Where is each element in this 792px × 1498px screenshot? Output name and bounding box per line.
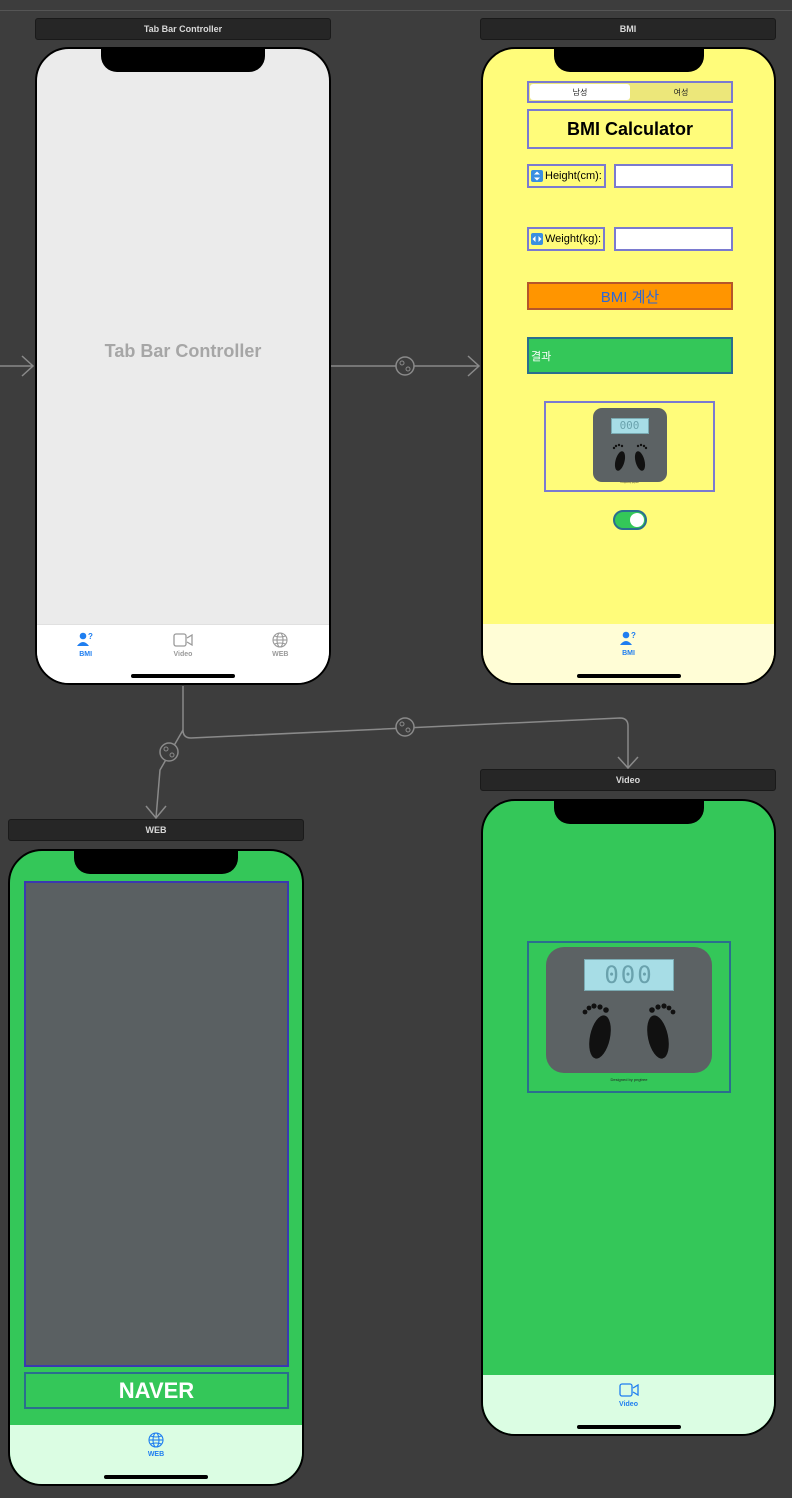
footprints-icon — [582, 1003, 676, 1059]
person-question-icon: ? — [75, 631, 97, 649]
person-question-icon: ? — [618, 630, 640, 648]
segment-female[interactable]: 여성 — [673, 87, 689, 97]
globe-icon — [269, 631, 291, 649]
segment-male[interactable]: 남성 — [530, 84, 630, 100]
weight-input[interactable] — [614, 227, 733, 251]
tab-bar: ? BMI — [483, 624, 774, 683]
height-label: Height(cm): — [527, 164, 606, 188]
gender-segmented-control[interactable]: 남성 여성 — [527, 81, 733, 103]
scale-image-view: 000 Designed by pngtree — [544, 401, 715, 492]
notch — [553, 49, 704, 72]
bmi-calculator-title: BMI Calculator — [527, 109, 733, 149]
phone-video: 000 Designed by pngtree Video — [481, 799, 776, 1436]
tab-web[interactable]: WEB — [145, 1431, 167, 1458]
svg-text:?: ? — [88, 632, 93, 641]
footprints-icon — [612, 443, 647, 471]
tab-web[interactable]: WEB — [269, 631, 291, 658]
video-scale-image-view: 000 Designed by pngtree — [527, 941, 731, 1093]
naver-button[interactable]: NAVER — [24, 1372, 289, 1409]
horizontal-arrows-icon — [531, 233, 543, 245]
result-label: 결과 — [527, 337, 733, 374]
tab-video[interactable]: Video — [618, 1381, 640, 1408]
tab-bar: WEB — [10, 1425, 302, 1484]
tab-bar: Video — [483, 1375, 774, 1434]
tab-label-video: Video — [619, 1401, 638, 1408]
mode-toggle-switch[interactable] — [613, 510, 647, 530]
tab-bar: ? BMI Video WEB — [37, 624, 329, 683]
phone-bmi: 남성 여성 BMI Calculator Height(cm): Weight(… — [481, 47, 776, 685]
scene-title-web[interactable]: WEB — [8, 819, 304, 841]
scale-credit: Designed by pngtree — [610, 1077, 648, 1082]
tab-label-web: WEB — [147, 1451, 165, 1458]
tab-bmi[interactable]: ? BMI — [75, 631, 97, 658]
video-camera-icon — [618, 1381, 640, 1399]
tab-bmi[interactable]: ? BMI — [618, 630, 640, 657]
globe-icon — [145, 1431, 167, 1449]
weight-label: Weight(kg): — [527, 227, 606, 251]
vertical-arrows-icon — [531, 170, 543, 182]
phone-tab-bar-controller: Tab Bar Controller ? BMI Video WEB — [35, 47, 331, 685]
notch — [101, 49, 265, 72]
toggle-knob — [630, 513, 644, 527]
height-input[interactable] — [614, 164, 733, 188]
web-view[interactable] — [24, 881, 289, 1367]
bathroom-scale-icon: 000 Designed by pngtree — [546, 947, 712, 1087]
canvas-top-divider — [0, 10, 792, 11]
tab-video[interactable]: Video — [172, 631, 194, 658]
home-indicator — [576, 1425, 681, 1429]
notch — [553, 801, 704, 824]
notch — [74, 851, 238, 874]
home-indicator — [131, 674, 235, 678]
height-label-text: Height(cm): — [545, 170, 602, 182]
tab-label-video: Video — [173, 651, 193, 658]
scale-credit: Designed by pngtree — [620, 481, 639, 484]
svg-text:?: ? — [631, 631, 636, 640]
home-indicator — [576, 674, 681, 678]
scene-title-video[interactable]: Video — [480, 769, 776, 791]
scene-title-tab-bar-controller[interactable]: Tab Bar Controller — [35, 18, 331, 40]
home-indicator — [104, 1475, 208, 1479]
tab-label-bmi: BMI — [622, 650, 635, 657]
phone-web: NAVER WEB — [8, 849, 304, 1486]
scene-title-bmi[interactable]: BMI — [480, 18, 776, 40]
weight-label-text: Weight(kg): — [545, 233, 602, 245]
video-camera-icon — [172, 631, 194, 649]
controller-placeholder-label: Tab Bar Controller — [104, 341, 262, 361]
bathroom-scale-icon: 000 Designed by pngtree — [592, 407, 667, 486]
tab-label-bmi: BMI — [79, 651, 93, 658]
bmi-calculate-button[interactable]: BMI 계산 — [527, 282, 733, 310]
tab-label-web: WEB — [272, 651, 289, 658]
